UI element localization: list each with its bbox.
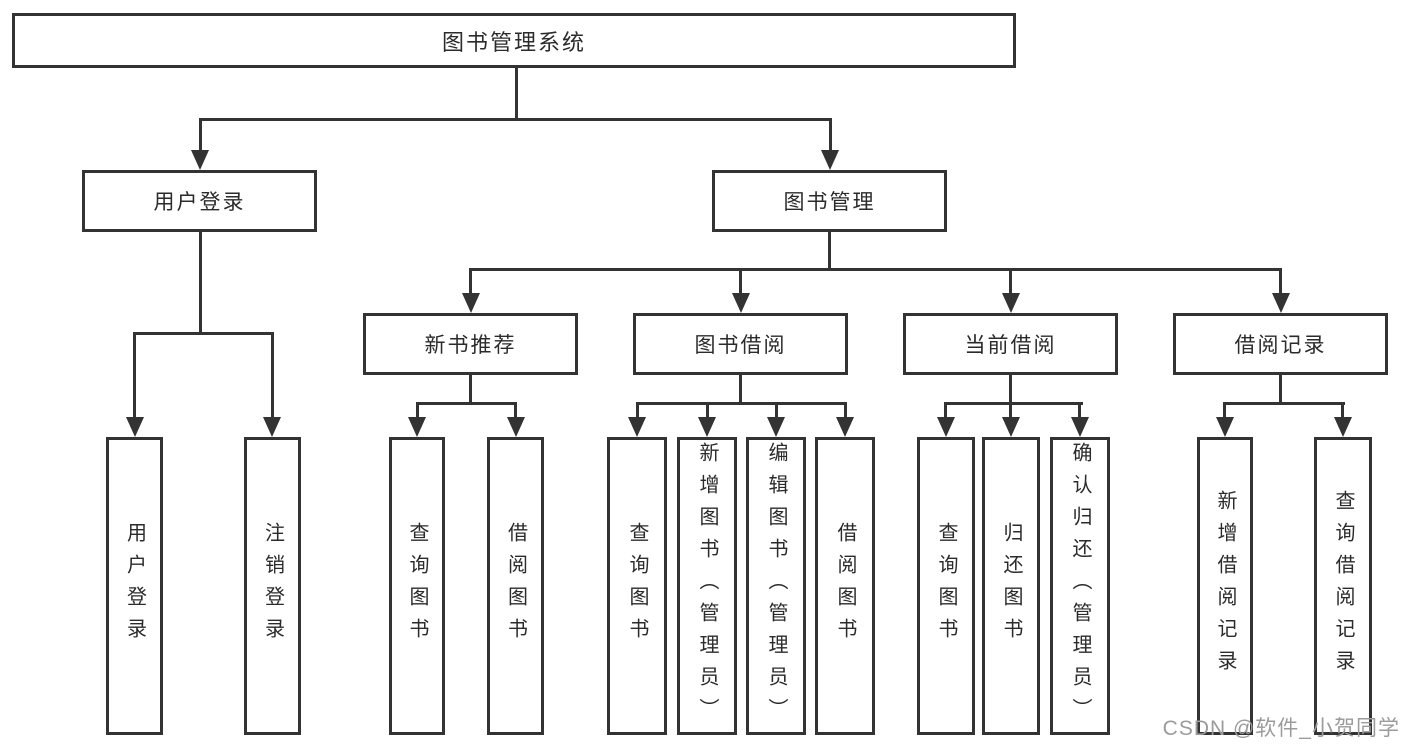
leaf-query-books-2: 查询图书 bbox=[607, 437, 667, 735]
connector-rail bbox=[944, 402, 1083, 405]
arrowhead-down-icon bbox=[1071, 417, 1089, 437]
node-current-borrow: 当前借阅 bbox=[903, 313, 1118, 375]
connector-stem bbox=[514, 402, 517, 419]
connector-root-stem bbox=[515, 68, 518, 121]
arrowhead-down-icon bbox=[462, 293, 480, 313]
arrowhead-down-icon bbox=[937, 417, 955, 437]
node-borrow-records: 借阅记录 bbox=[1173, 313, 1388, 375]
connector-stem bbox=[828, 232, 831, 271]
leaf-return-books: 归还图书 bbox=[982, 437, 1040, 735]
leaf-borrow-books-1: 借阅图书 bbox=[487, 437, 544, 735]
connector-stem bbox=[829, 118, 832, 152]
connector-stem bbox=[1009, 375, 1012, 405]
leaf-confirm-return-admin: 确认归还（管理员） bbox=[1050, 437, 1110, 735]
arrowhead-down-icon bbox=[1002, 293, 1020, 313]
leaf-borrow-books-2: 借阅图书 bbox=[815, 437, 875, 735]
arrowhead-down-icon bbox=[507, 417, 525, 437]
leaf-user-login: 用户登录 bbox=[106, 437, 163, 735]
arrowhead-down-icon bbox=[767, 417, 785, 437]
connector-stem bbox=[739, 375, 742, 405]
connector-stem bbox=[271, 332, 274, 418]
connector-stem bbox=[1279, 268, 1282, 295]
connector-stem bbox=[469, 268, 472, 295]
arrowhead-down-icon bbox=[628, 417, 646, 437]
connector-stem bbox=[133, 332, 136, 418]
node-book-borrow: 图书借阅 bbox=[633, 313, 848, 375]
connector-stem bbox=[706, 402, 709, 419]
arrowhead-down-icon bbox=[191, 150, 209, 170]
node-book-management: 图书管理 bbox=[712, 170, 947, 232]
node-library-system: 图书管理系统 bbox=[12, 13, 1016, 68]
arrowhead-down-icon bbox=[698, 417, 716, 437]
connector-stem bbox=[1009, 268, 1012, 295]
connector-stem bbox=[1009, 402, 1012, 419]
connector-rail bbox=[416, 402, 517, 405]
arrowhead-down-icon bbox=[408, 417, 426, 437]
connector-rail bbox=[636, 402, 847, 405]
arrowhead-down-icon bbox=[836, 417, 854, 437]
connector-level3-rail bbox=[469, 268, 1282, 271]
connector-stem bbox=[1341, 402, 1344, 419]
leaf-query-books-3: 查询图书 bbox=[917, 437, 975, 735]
connector-rail bbox=[133, 332, 274, 335]
connector-stem bbox=[775, 402, 778, 419]
connector-stem bbox=[199, 232, 202, 335]
arrowhead-down-icon bbox=[821, 150, 839, 170]
leaf-add-books-admin: 新增图书（管理员） bbox=[677, 437, 737, 735]
connector-stem bbox=[469, 375, 472, 405]
connector-stem bbox=[636, 402, 639, 419]
connector-stem bbox=[1078, 402, 1081, 419]
connector-rail bbox=[1223, 402, 1345, 405]
node-user-login: 用户登录 bbox=[82, 170, 317, 232]
arrowhead-down-icon bbox=[126, 417, 144, 437]
arrowhead-down-icon bbox=[1002, 417, 1020, 437]
arrowhead-down-icon bbox=[1334, 417, 1352, 437]
leaf-query-borrow-record: 查询借阅记录 bbox=[1314, 437, 1372, 735]
arrowhead-down-icon bbox=[263, 417, 281, 437]
connector-stem bbox=[199, 118, 202, 152]
connector-stem bbox=[1223, 402, 1226, 419]
connector-stem bbox=[944, 402, 947, 419]
connector-stem bbox=[739, 268, 742, 295]
csdn-watermark: CSDN @软件_小贺同学 bbox=[1162, 717, 1400, 740]
arrowhead-down-icon bbox=[1216, 417, 1234, 437]
connector-stem bbox=[416, 402, 419, 419]
arrowhead-down-icon bbox=[732, 293, 750, 313]
connector-stem bbox=[1279, 375, 1282, 405]
leaf-query-books-1: 查询图书 bbox=[389, 437, 445, 735]
connector-stem bbox=[844, 402, 847, 419]
leaf-add-borrow-record: 新增借阅记录 bbox=[1197, 437, 1253, 735]
node-new-book-recommend: 新书推荐 bbox=[363, 313, 578, 375]
connector-level2-rail bbox=[199, 118, 832, 121]
arrowhead-down-icon bbox=[1272, 293, 1290, 313]
leaf-edit-books-admin: 编辑图书（管理员） bbox=[746, 437, 806, 735]
leaf-logout: 注销登录 bbox=[244, 437, 301, 735]
